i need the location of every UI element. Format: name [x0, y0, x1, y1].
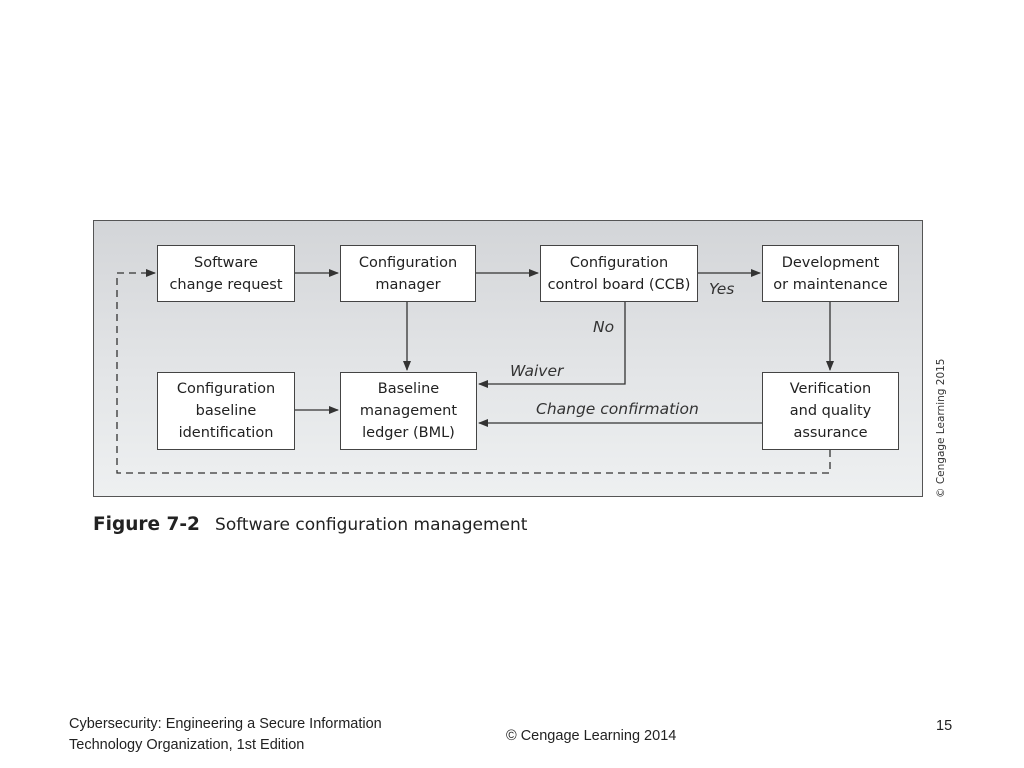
edge-ccb-no-waiver-to-bml	[478, 302, 626, 388]
node-configuration-control-board[interactable]: Configuration control board (CCB)	[540, 245, 698, 302]
node-development-or-maintenance[interactable]: Development or maintenance	[762, 245, 899, 302]
edge-feedback-loop-dashed	[116, 269, 831, 474]
figure-number: Figure 7-2	[93, 514, 200, 535]
footer-book-title: Cybersecurity: Engineering a Secure Info…	[69, 714, 382, 756]
node-software-change-request[interactable]: Software change request	[157, 245, 295, 302]
footer-book-line-2: Technology Organization, 1st Edition	[69, 737, 305, 753]
page-number: 15	[936, 718, 953, 734]
edge-label-change-confirmation: Change confirmation	[536, 400, 699, 418]
footer-copyright: © Cengage Learning 2014	[506, 728, 677, 744]
edge-label-waiver: Waiver	[510, 362, 564, 380]
edge-label-no: No	[593, 318, 615, 336]
node-baseline-management-ledger[interactable]: Baseline management ledger (BML)	[340, 372, 477, 450]
node-configuration-baseline-identification[interactable]: Configuration baseline identification	[157, 372, 295, 450]
figure-caption: Figure 7-2 Software configuration manage…	[93, 514, 527, 535]
node-configuration-manager[interactable]: Configuration manager	[340, 245, 476, 302]
copyright-credit: © Cengage Learning 2015	[935, 358, 947, 499]
footer-book-line-1: Cybersecurity: Engineering a Secure Info…	[69, 716, 382, 732]
node-verification-and-quality-assurance[interactable]: Verification and quality assurance	[762, 372, 899, 450]
edge-label-yes: Yes	[709, 280, 735, 298]
figure-title: Software configuration management	[215, 515, 528, 535]
